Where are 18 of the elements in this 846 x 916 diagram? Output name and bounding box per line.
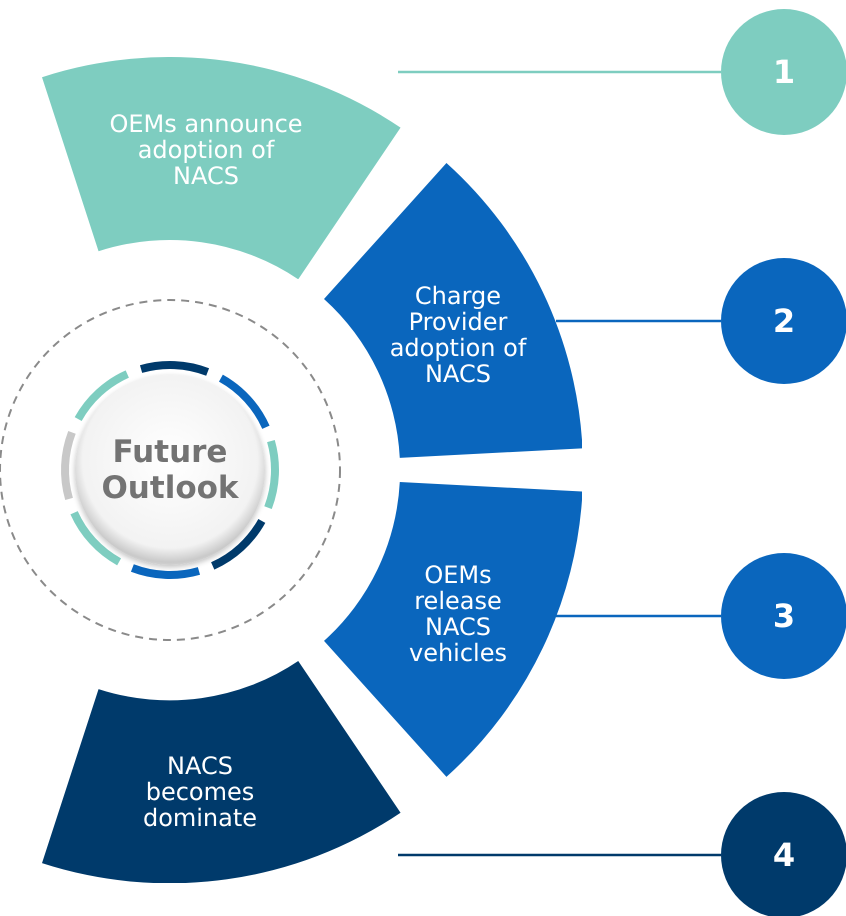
connector-line: [398, 70, 721, 74]
segment-shape: [324, 163, 582, 458]
connector-line: [556, 320, 721, 322]
number-badge: 4: [721, 792, 846, 916]
segment-label: Charge Provider adoption of NACS: [388, 282, 528, 387]
segment-label: OEMs release NACS vehicles: [408, 562, 508, 666]
segment-label: OEMs announce adoption of NACS: [108, 110, 304, 189]
number-badge: 1: [721, 9, 846, 135]
segment-shape: [42, 57, 401, 280]
segment-shape: [324, 482, 582, 777]
segment-shape: [42, 660, 401, 883]
number-badge: 2: [721, 258, 846, 384]
center-circle: [75, 375, 265, 565]
connector-line: [556, 614, 721, 618]
connector-line: [398, 854, 721, 856]
center-title: Future Outlook: [100, 434, 240, 506]
number-badge: 3: [721, 553, 846, 679]
segment-label: NACS becomes dominate: [142, 752, 258, 831]
